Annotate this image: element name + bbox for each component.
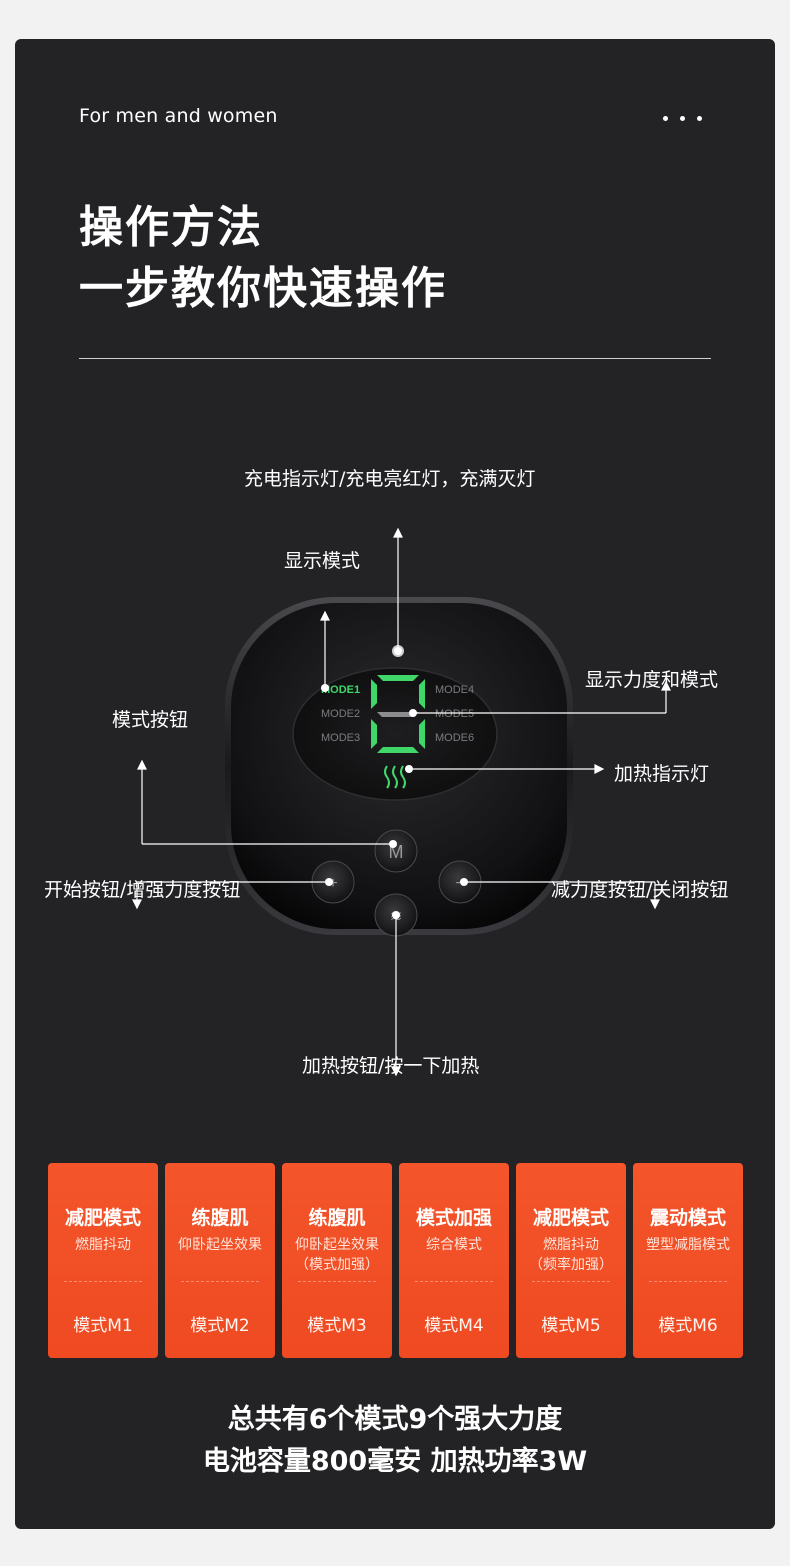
more-dots-icon (663, 116, 702, 121)
mode-card-m6: 震动模式 塑型减脂模式 模式M6 (633, 1163, 743, 1358)
mode-code: 模式M6 (658, 1316, 718, 1336)
display-mode-4: MODE4 (435, 684, 474, 696)
mode-desc: 燃脂抖动 （频率加强） (529, 1237, 613, 1273)
page-subtitle: 一步教你快速操作 (79, 263, 447, 314)
mode-name: 练腹肌 (308, 1207, 366, 1229)
anchor-dots (321, 647, 468, 919)
minus-icon: − (455, 875, 464, 892)
mode-name: 练腹肌 (191, 1207, 249, 1229)
page-title: 操作方法 (79, 202, 263, 253)
mode-code: 模式M5 (541, 1316, 601, 1336)
mode-desc: 仰卧起坐效果 （模式加强） (295, 1237, 379, 1273)
display-mode-6: MODE6 (435, 732, 474, 744)
label-decrease-close: 减力度按钮/关闭按钮 (551, 879, 729, 901)
label-display-mode: 显示模式 (284, 550, 361, 572)
label-mode-button: 模式按钮 (112, 709, 189, 731)
leader-lines (132, 527, 671, 1077)
mode-desc: 塑型减脂模式 (646, 1237, 730, 1253)
mode-name: 模式加强 (415, 1207, 492, 1229)
mode-desc: 仰卧起坐效果 (178, 1237, 262, 1253)
label-heat-button: 加热按钮/按一下加热 (302, 1055, 480, 1077)
mode-card-m4: 模式加强 综合模式 模式M4 (399, 1163, 509, 1358)
main-card: For men and women 操作方法 一步教你快速操作 (15, 39, 775, 1529)
display-mode-3: MODE3 (321, 732, 360, 744)
device-illustration: MODE1 MODE2 MODE3 MODE4 MODE5 MODE6 (132, 527, 671, 1077)
mode-code: 模式M3 (307, 1316, 367, 1336)
mode-divider (181, 1281, 259, 1282)
mode-button[interactable]: M (374, 829, 418, 873)
mode-card-m3: 练腹肌 仰卧起坐效果 （模式加强） 模式M3 (282, 1163, 392, 1358)
mode-divider (532, 1281, 610, 1282)
display-mode-1: MODE1 (321, 684, 360, 696)
display-screen (292, 667, 498, 801)
mode-divider (649, 1281, 727, 1282)
mode-divider (298, 1281, 376, 1282)
label-show-strength: 显示力度和模式 (585, 669, 719, 691)
divider (79, 358, 711, 359)
mode-card-m5: 减肥模式 燃脂抖动 （频率加强） 模式M5 (516, 1163, 626, 1358)
tagline: For men and women (79, 105, 278, 127)
mode-card-m1: 减肥模式 燃脂抖动 模式M1 (48, 1163, 158, 1358)
mode-name: 减肥模式 (64, 1207, 141, 1229)
mode-code: 模式M4 (424, 1316, 484, 1336)
label-charge-indicator: 充电指示灯/充电亮红灯，充满灭灯 (244, 468, 536, 490)
mode-divider (64, 1281, 142, 1282)
mode-name: 震动模式 (649, 1207, 726, 1229)
label-heat-indicator: 加热指示灯 (614, 763, 710, 785)
heat-indicator-icon (384, 765, 406, 789)
mode-cards: 减肥模式 燃脂抖动 模式M1 练腹肌 仰卧起坐效果 模式M2 练腹肌 仰卧起坐效… (48, 1163, 744, 1358)
device-diagram: MODE1 MODE2 MODE3 MODE4 MODE5 MODE6 (15, 439, 775, 1119)
mode-code: 模式M1 (73, 1316, 133, 1336)
mode-card-m2: 练腹肌 仰卧起坐效果 模式M2 (165, 1163, 275, 1358)
summary-line-2: 电池容量800毫安 加热功率3W (202, 1446, 588, 1477)
seven-segment-digit (371, 675, 425, 753)
display-mode-5: MODE5 (435, 708, 474, 720)
plus-icon: + (328, 875, 337, 892)
mode-desc: 综合模式 (426, 1237, 482, 1253)
summary-line-1: 总共有6个模式9个强大力度 (227, 1404, 563, 1435)
mode-code: 模式M2 (190, 1316, 250, 1336)
mode-desc: 燃脂抖动 (75, 1237, 131, 1253)
display-mode-2: MODE2 (321, 708, 360, 720)
mode-divider (415, 1281, 493, 1282)
mode-name: 减肥模式 (532, 1207, 609, 1229)
label-start-increase: 开始按钮/增强力度按钮 (44, 879, 241, 901)
